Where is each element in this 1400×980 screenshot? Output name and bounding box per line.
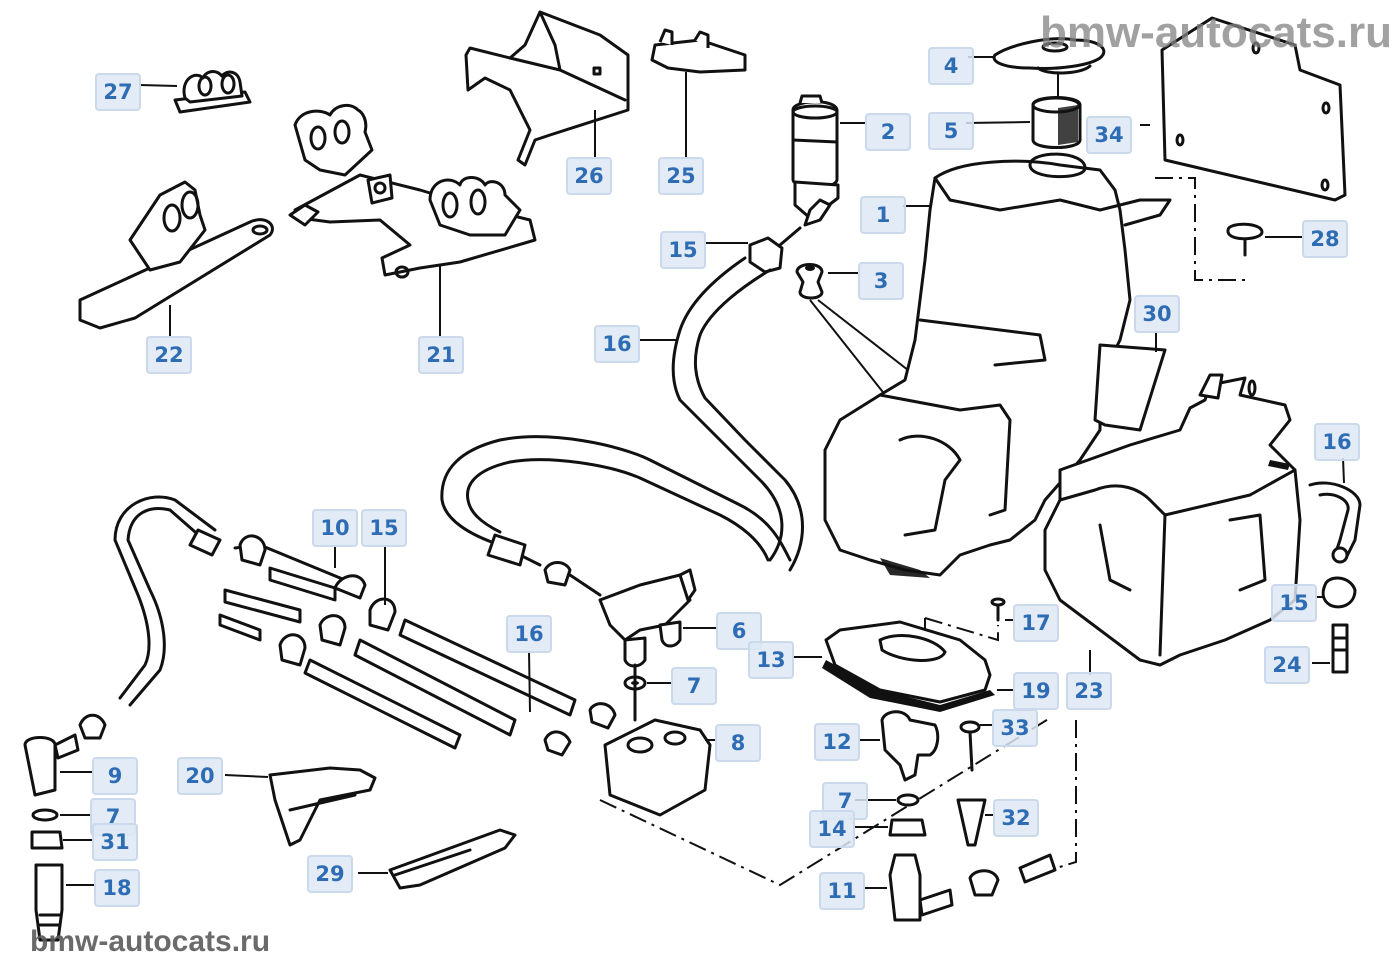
part-15-clamp (706, 226, 802, 274)
part-4-cap (968, 37, 1106, 98)
part-16-long-hose (440, 435, 792, 567)
callout-part-16[interactable]: 16 (506, 615, 552, 653)
callout-part-15[interactable]: 15 (1271, 584, 1317, 622)
part-3-grommet (795, 263, 941, 421)
callout-part-14[interactable]: 14 (809, 810, 855, 848)
assembly-dash-line-right (1049, 720, 1077, 871)
callout-part-12[interactable]: 12 (814, 723, 860, 761)
callout-part-2[interactable]: 2 (865, 113, 911, 151)
part-30-pad (1093, 332, 1167, 432)
callout-part-5[interactable]: 5 (928, 112, 974, 150)
part-23-reservoir (1043, 373, 1302, 675)
part-21-bracket (288, 103, 537, 338)
part-29-clip (358, 828, 517, 890)
part-20-clip (224, 766, 377, 847)
callout-part-9[interactable]: 9 (92, 757, 138, 795)
part-9-nozzle (23, 713, 107, 797)
callout-part-34[interactable]: 34 (1086, 116, 1132, 154)
part-32-clip (956, 798, 993, 847)
assembly-dash-line (599, 717, 1051, 887)
part-13-housing (793, 617, 1015, 712)
part-34-panel (1140, 16, 1347, 202)
part-12-nozzle-holder (860, 710, 940, 782)
part-6-t-piece (543, 561, 717, 668)
part-16-hose-left (113, 495, 222, 707)
part-17-screw (990, 597, 1013, 622)
callout-part-15[interactable]: 15 (361, 509, 407, 547)
part-15-clamp-right (1315, 576, 1357, 609)
part-7-washer (623, 663, 671, 722)
callout-part-27[interactable]: 27 (95, 73, 141, 111)
callout-part-21[interactable]: 21 (418, 336, 464, 374)
part-7-washer-left (31, 808, 92, 822)
part-16-hoses-parallel (238, 534, 577, 750)
part-24-connector (1312, 623, 1349, 674)
callout-part-6[interactable]: 6 (716, 612, 762, 650)
part-25-clip (650, 28, 747, 158)
callout-part-30[interactable]: 30 (1134, 295, 1180, 333)
part-22-bracket (78, 180, 274, 338)
part-18-sleeve (34, 863, 94, 942)
callout-part-29[interactable]: 29 (307, 855, 353, 893)
callout-part-15[interactable]: 15 (660, 231, 706, 269)
callout-part-24[interactable]: 24 (1264, 646, 1310, 684)
part-33-screw (959, 720, 992, 772)
callout-part-32[interactable]: 32 (993, 799, 1039, 837)
callout-part-1[interactable]: 1 (860, 196, 906, 234)
callout-part-16[interactable]: 16 (594, 325, 640, 363)
part-8-valve-block (543, 702, 717, 817)
callout-part-22[interactable]: 22 (146, 336, 192, 374)
callout-part-20[interactable]: 20 (177, 757, 223, 795)
callout-part-16[interactable]: 16 (1314, 423, 1360, 461)
callout-part-26[interactable]: 26 (566, 157, 612, 195)
callout-part-23[interactable]: 23 (1066, 672, 1112, 710)
callout-part-28[interactable]: 28 (1302, 220, 1348, 258)
callout-part-19[interactable]: 19 (1013, 672, 1059, 710)
callout-part-13[interactable]: 13 (748, 641, 794, 679)
callout-part-33[interactable]: 33 (992, 709, 1038, 747)
callout-part-4[interactable]: 4 (928, 47, 974, 85)
callout-part-7[interactable]: 7 (671, 667, 717, 705)
part-7-washer-bottom (855, 793, 920, 807)
callout-part-31[interactable]: 31 (92, 823, 138, 861)
part-11-fitting (863, 853, 1057, 922)
callout-part-25[interactable]: 25 (658, 157, 704, 195)
callout-part-11[interactable]: 11 (819, 872, 865, 910)
part-16-hose-right (1308, 457, 1362, 564)
callout-part-17[interactable]: 17 (1013, 604, 1059, 642)
part-28-fastener (1155, 177, 1302, 281)
part-31-nut (30, 830, 92, 850)
part-27-clip (139, 70, 252, 114)
part-2-pump (791, 94, 865, 227)
callout-part-10[interactable]: 10 (312, 509, 358, 547)
callout-part-18[interactable]: 18 (94, 869, 140, 907)
part-16-hose (640, 256, 804, 572)
part-14-nut (855, 818, 927, 837)
part-5-filter (965, 96, 1082, 149)
part-26-bracket (464, 10, 630, 167)
callout-part-8[interactable]: 8 (715, 724, 761, 762)
callout-part-3[interactable]: 3 (858, 262, 904, 300)
